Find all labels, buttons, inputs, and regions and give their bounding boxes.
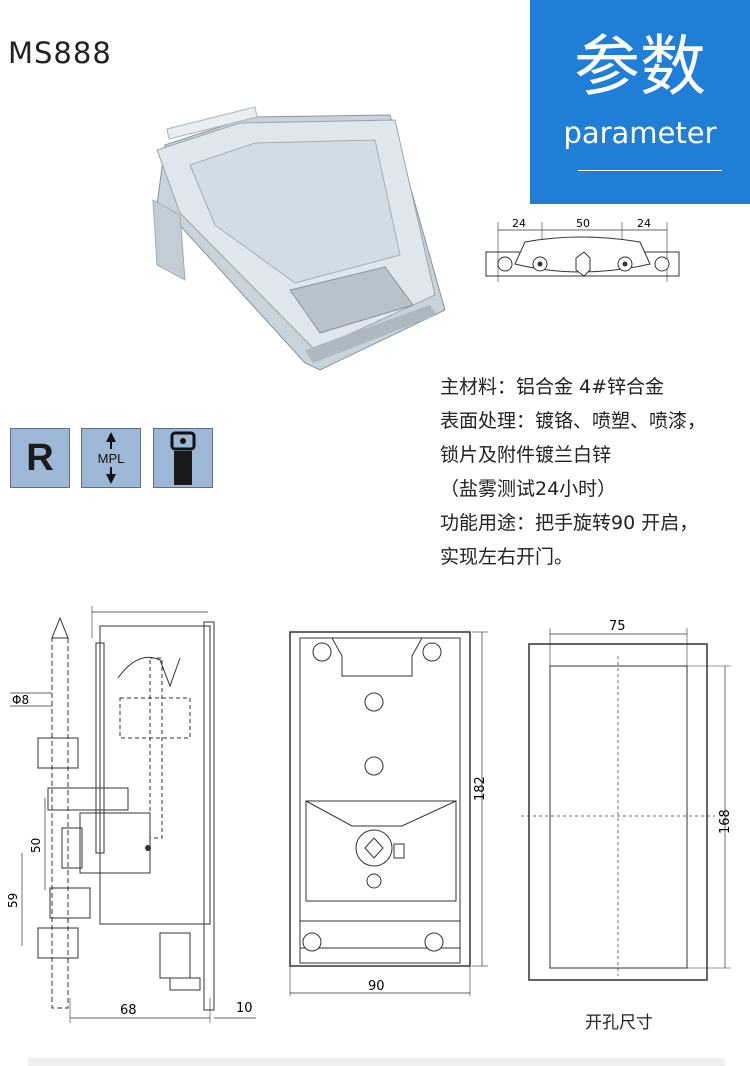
side-dim-10: 10 [236, 1001, 253, 1016]
spec-salt-test: （盐雾测试24小时） [440, 478, 617, 500]
parameter-title-cn: 参数 [574, 28, 706, 105]
side-dim-59: 59 [6, 893, 20, 908]
parameter-title-en: parameter [563, 116, 717, 150]
mpl-icon: MPL [81, 428, 141, 488]
r-icon: R [10, 428, 70, 488]
side-dim-50: 50 [29, 838, 43, 853]
cutout-dim-width: 75 [609, 619, 626, 634]
side-dim-68: 68 [120, 1003, 137, 1018]
top-dim-24a: 24 [512, 217, 526, 230]
front-dim-height: 182 [473, 776, 488, 801]
top-dim-50: 50 [576, 217, 590, 230]
product-image [152, 106, 446, 371]
spec-material: 主材料：铝合金 4#锌合金 [440, 376, 665, 398]
spec-surface-2: 锁片及附件镀兰白锌 [440, 444, 612, 466]
top-dimension-diagram: 24 50 24 [485, 217, 680, 282]
cutout-caption: 开孔尺寸 [585, 1013, 653, 1033]
spec-surface: 表面处理：镀铬、喷塑、喷漆， [440, 410, 707, 432]
model-number: MS888 [8, 36, 112, 70]
cutout-dim-height: 168 [718, 809, 733, 834]
lock-icon [153, 428, 213, 488]
parameter-banner: 参数 parameter [530, 0, 750, 204]
spec-function: 功能用途：把手旋转90 开启， [440, 512, 699, 534]
spec-function-2: 实现左右开门。 [440, 546, 574, 568]
cutout-view-drawing: 75 168 [521, 619, 733, 981]
side-view-drawing: Φ8 50 59 68 10 [6, 606, 256, 1023]
side-dim-diameter: Φ8 [12, 693, 29, 707]
parameter-underline [578, 170, 722, 171]
footer-bar [28, 1058, 725, 1066]
front-view-drawing: 182 90 [289, 631, 488, 996]
front-dim-width: 90 [368, 979, 385, 994]
top-dim-24b: 24 [637, 217, 651, 230]
